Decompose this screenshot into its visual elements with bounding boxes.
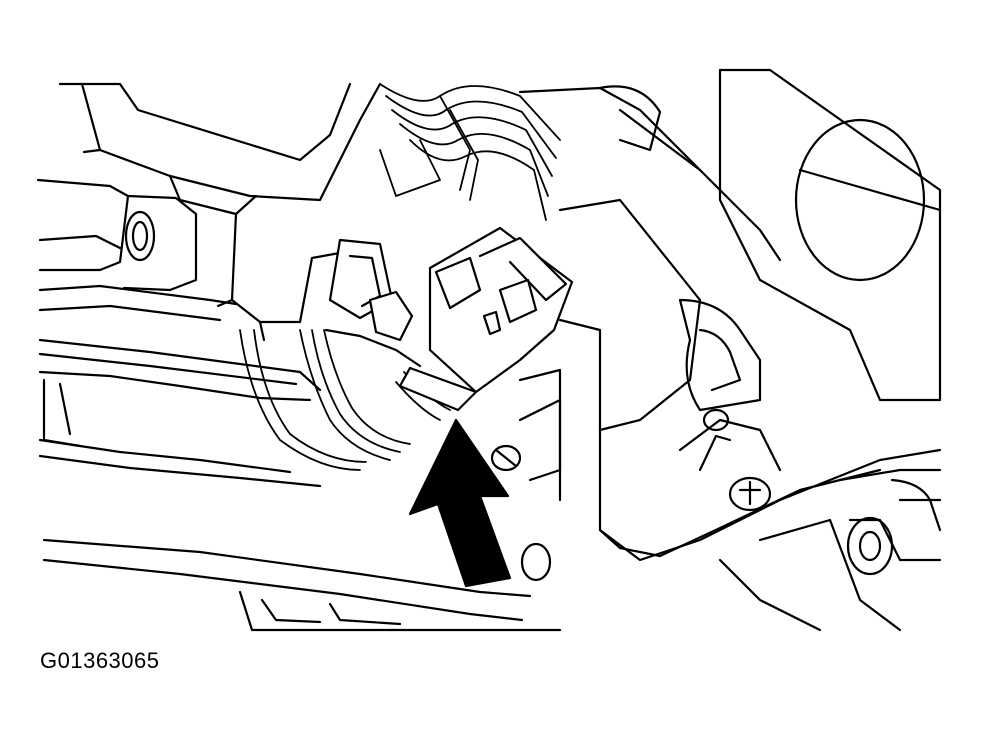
wiring-harness	[239, 83, 561, 471]
figure-id-label: G01363065	[40, 648, 160, 673]
right-panel	[490, 68, 942, 562]
left-frame	[36, 178, 322, 488]
up-arrow-icon	[408, 418, 512, 588]
electrical-connector	[324, 226, 574, 412]
lower-right-fitting	[718, 468, 942, 632]
lower-crossmember	[42, 538, 562, 632]
upper-housing	[58, 82, 382, 342]
